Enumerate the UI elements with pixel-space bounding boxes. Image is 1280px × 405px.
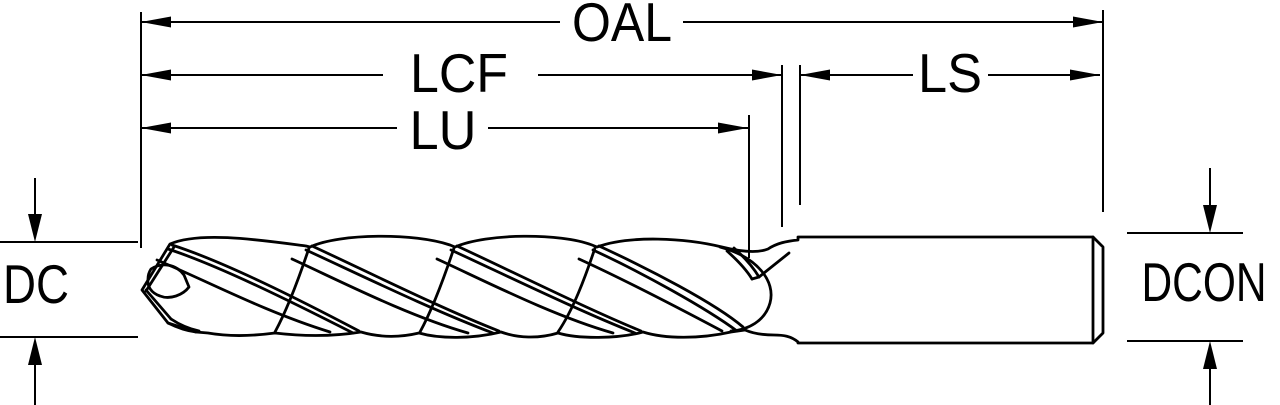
flute-land-1b	[166, 247, 355, 335]
dc-dimension	[0, 178, 138, 405]
flute-trailing-edge-1	[273, 246, 311, 334]
flute-trailing-edge-2	[418, 246, 456, 334]
flute-land-2	[310, 244, 501, 333]
flute-land-2b	[304, 248, 495, 335]
lu-arrow-right	[718, 122, 748, 134]
drill-bit-drawing	[140, 234, 1105, 345]
dimension-label-dc: DC	[3, 253, 69, 315]
flute-heel-2	[290, 257, 470, 335]
dcon-arrow-bottom	[1203, 341, 1217, 369]
tip-lower-margin-line-2	[166, 321, 198, 334]
dimension-label-ls: LS	[918, 42, 982, 104]
flute-land-3b	[449, 248, 637, 335]
tip-lower-lip-line	[144, 288, 173, 321]
flute-runout-notch-2	[725, 249, 754, 281]
dcon-dimension	[1127, 168, 1243, 405]
dimension-label-lcf: LCF	[410, 42, 508, 104]
dimension-label-oal: OAL	[572, 0, 672, 53]
flute-land-1	[170, 243, 361, 333]
dc-arrow-bottom	[28, 337, 42, 365]
dimension-labels: OAL LCF LU LS DC DCON	[3, 0, 1267, 315]
dimension-graphics	[0, 10, 1243, 405]
dimension-label-dcon: DCON	[1142, 251, 1267, 313]
lcf-arrow-right	[752, 69, 782, 81]
dimension-label-lu: LU	[410, 99, 477, 161]
dc-arrow-top	[28, 214, 42, 242]
lcf-dimension-line	[141, 69, 782, 81]
ls-dimension-line	[800, 69, 1100, 81]
flute-heel-4	[577, 257, 724, 333]
lu-dimension-line	[141, 122, 748, 134]
flute-trailing-edge-3	[556, 246, 597, 334]
oal-dimension-line	[141, 16, 1103, 28]
dcon-arrow-top	[1203, 205, 1217, 233]
tip-lower-margin-line	[169, 317, 201, 333]
tip-upper-lip-line	[144, 245, 176, 293]
ls-arrow-right	[1070, 69, 1100, 81]
lcf-arrow-left	[141, 69, 171, 81]
oal-arrow-right	[1073, 16, 1103, 28]
flute-heel-1	[155, 258, 332, 334]
ls-arrow-left	[800, 69, 830, 81]
flute-runout-return	[750, 251, 791, 281]
flute-land-3	[455, 244, 643, 333]
oal-arrow-left	[141, 16, 171, 28]
flute-runout-notch-1	[732, 246, 761, 279]
flute-heel-3	[435, 257, 615, 335]
flute-land-4	[597, 244, 745, 329]
flute-land-4b	[591, 248, 739, 333]
lu-arrow-left	[141, 122, 171, 134]
